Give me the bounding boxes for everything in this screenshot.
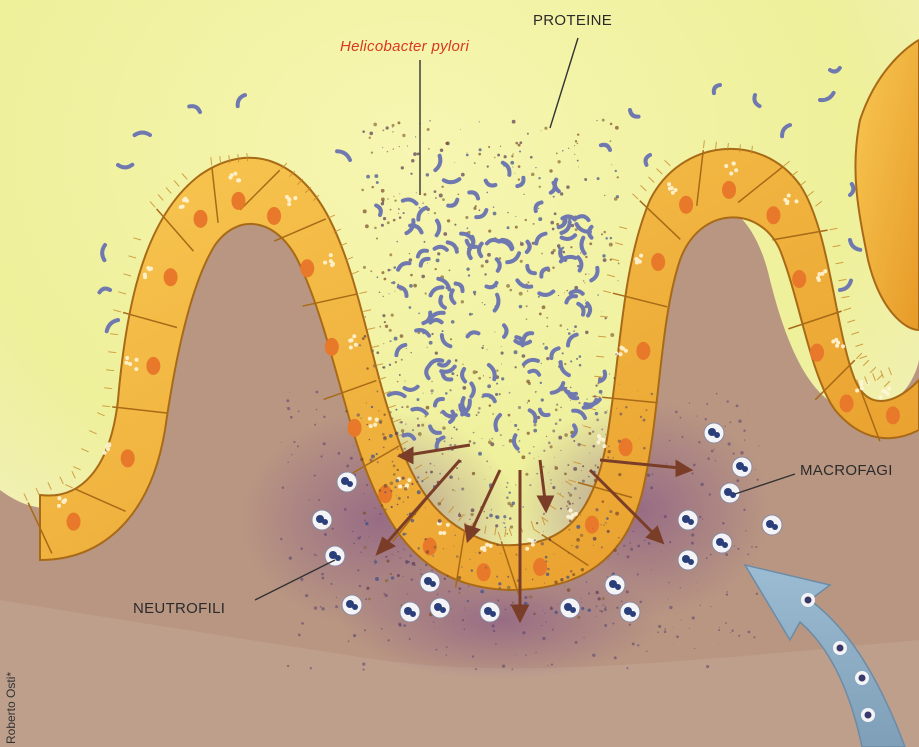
label-helicobacter: Helicobacter pylori [340,38,469,55]
artist-credit-name: Roberto Osti [4,677,18,744]
artist-credit-mark: * [4,672,18,677]
artist-credit: Roberto Osti* [4,672,18,744]
label-neutrofili: NEUTROFILI [133,600,225,617]
label-macrofagi: MACROFAGI [800,462,893,479]
label-proteine: PROTEINE [533,12,612,29]
